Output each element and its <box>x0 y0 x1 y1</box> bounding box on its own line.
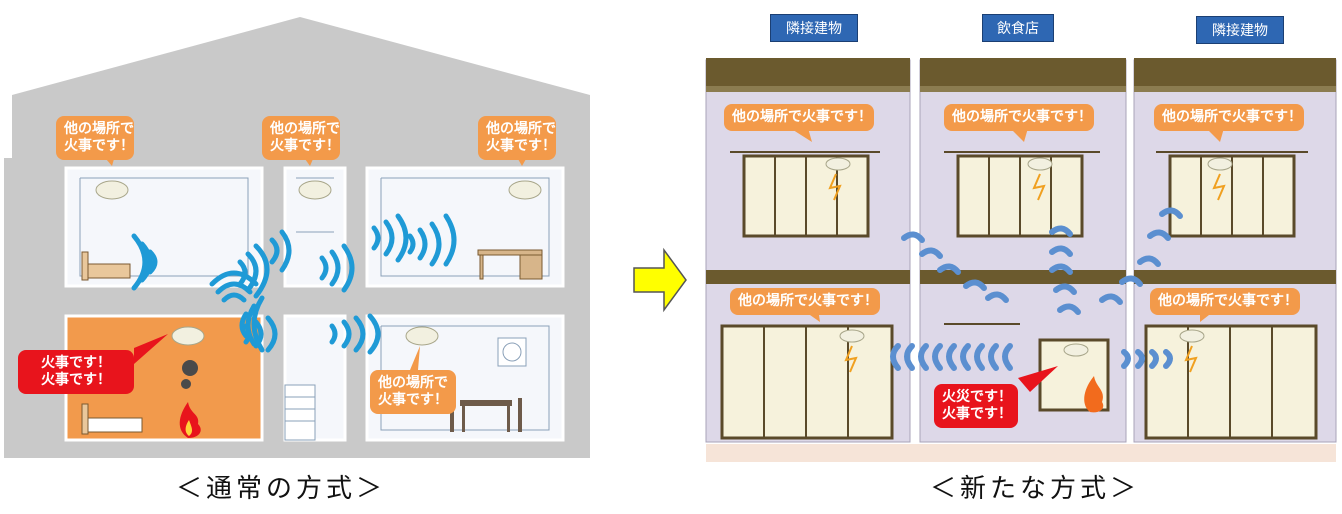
bubble-line: 火災です！ <box>942 389 1012 405</box>
other-fire-bubble: 他の場所で 火事です！ <box>370 370 456 414</box>
building-label-left: 隣接建物 <box>770 14 858 42</box>
bubble-line: 火事です！ <box>270 138 340 154</box>
other-fire-bubble: 他の場所で火事です！ <box>944 104 1094 131</box>
signal-waves <box>890 207 1183 371</box>
alarm-spark-icon <box>828 173 1226 373</box>
other-fire-bubble: 他の場所で 火事です！ <box>262 116 340 160</box>
bubble-line: 火事です！ <box>942 406 1012 422</box>
fire-icon <box>1084 376 1104 413</box>
fire-alarm-bubble: 火災です！ 火事です！ <box>934 384 1018 428</box>
other-fire-bubble: 他の場所で火事です！ <box>724 104 874 131</box>
building-label-center: 飲食店 <box>982 14 1054 42</box>
other-fire-bubble: 他の場所で火事です！ <box>730 288 880 315</box>
dining-table-icon <box>450 398 522 432</box>
building-label-right: 隣接建物 <box>1196 16 1284 44</box>
bubble-line: 火事です！ <box>41 355 111 371</box>
other-fire-bubble: 他の場所で火事です！ <box>1154 104 1304 131</box>
fire-alarm-bubble: 火事です！ 火事です！ <box>18 350 134 394</box>
signal-waves <box>131 213 457 355</box>
smoke-icon <box>181 360 198 389</box>
bubble-line: 火事です！ <box>378 392 448 408</box>
other-fire-bubble: 他の場所で火事です！ <box>1150 288 1300 315</box>
house-normal-system <box>4 17 590 458</box>
bubble-line: 火事です！ <box>486 138 556 154</box>
right-arrow-icon <box>633 247 687 313</box>
stairs <box>284 384 316 441</box>
bubble-line: 他の場所で <box>270 121 340 137</box>
bubble-line: 他の場所で <box>486 121 556 137</box>
fire-icon <box>179 402 201 438</box>
fan-icon <box>497 337 527 367</box>
other-fire-bubble: 他の場所で 火事です！ <box>56 116 134 160</box>
caption-normal-system: ＜通常の方式＞ <box>176 474 387 504</box>
bed-icon <box>81 251 143 435</box>
smoke-detector-icon <box>95 180 542 346</box>
bubble-line: 他の場所で <box>64 121 134 137</box>
bubble-line: 火事です！ <box>41 372 111 388</box>
smoke-detector-icon <box>825 157 1233 357</box>
desk-icon <box>477 249 543 280</box>
caption-new-system: ＜新たな方式＞ <box>930 474 1141 504</box>
bubble-line: 火事です！ <box>64 138 134 154</box>
bubble-line: 他の場所で <box>378 375 448 391</box>
other-fire-bubble: 他の場所で 火事です！ <box>478 116 556 160</box>
